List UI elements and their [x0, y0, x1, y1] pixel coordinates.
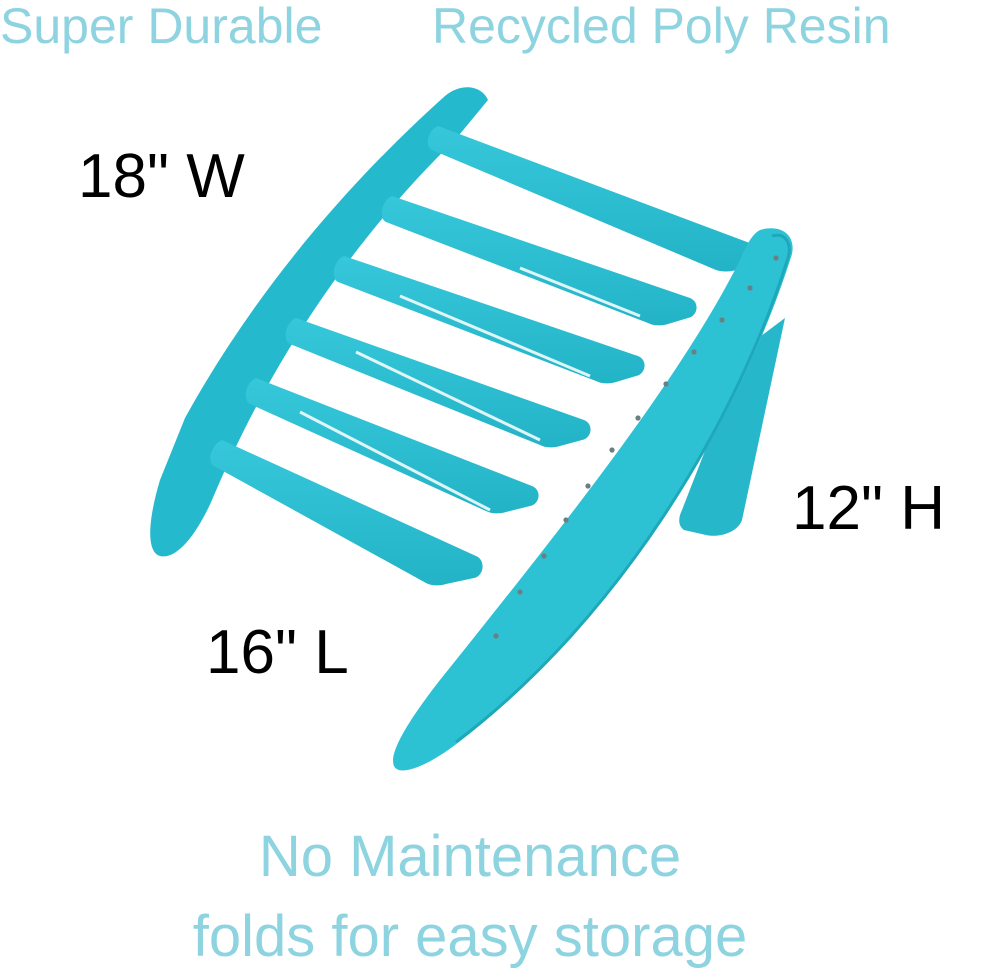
- right-side-panel-edge: [455, 233, 791, 744]
- length-dimension-label: 16" L: [206, 618, 349, 687]
- left-side-panel: [150, 87, 488, 557]
- headline-super-durable: Super Durable: [0, 0, 323, 54]
- slats: [210, 126, 762, 586]
- width-dimension-label: 18" W: [78, 142, 245, 211]
- headline: Super Durable Recycled Poly Resin: [0, 0, 1000, 60]
- right-side-panel: [393, 228, 793, 771]
- headline-recycled-poly-resin: Recycled Poly Resin: [432, 0, 891, 54]
- slat-gaps: [299, 266, 641, 512]
- screw-holes: [493, 255, 779, 639]
- footer-no-maintenance: No Maintenance: [258, 824, 682, 889]
- height-dimension-label: 12" H: [792, 474, 945, 543]
- back-leg-shape: [679, 318, 785, 536]
- footer-folds-storage: folds for easy storage: [192, 904, 748, 969]
